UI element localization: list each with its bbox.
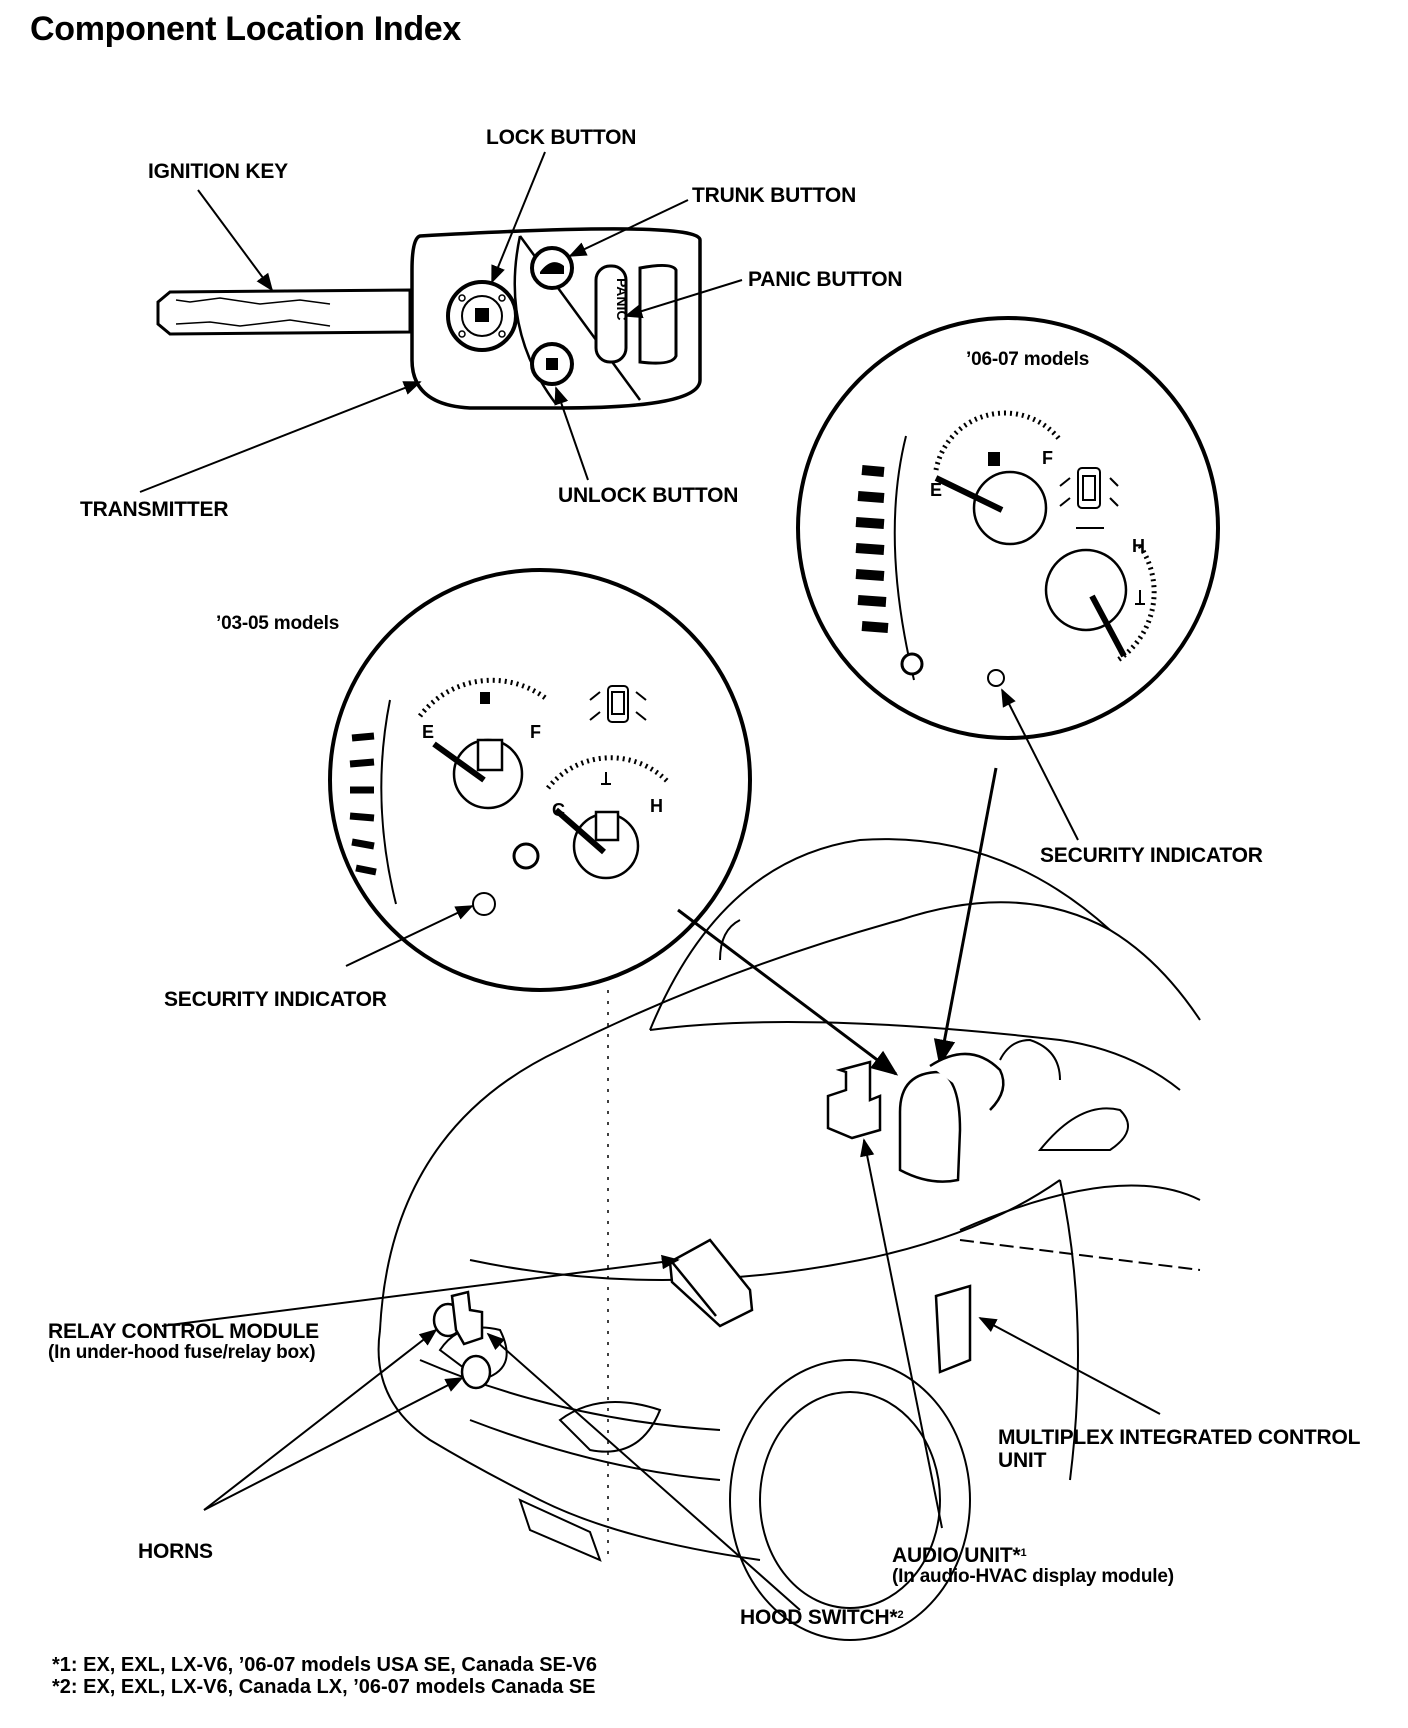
multiplex-unit-block [934, 1284, 972, 1374]
footnote-1: *1: EX, EXL, LX-V6, ’06-07 models USA SE… [52, 1654, 597, 1676]
audio-unit-leader [860, 1138, 943, 1529]
panic-button-leader [624, 279, 743, 319]
trunk-button-leader [568, 199, 689, 257]
multiplex-unit-leader [978, 1317, 1161, 1415]
svg-text:H: H [650, 796, 663, 816]
svg-text:PANIC: PANIC [614, 278, 630, 321]
lock-button-label: LOCK BUTTON [486, 126, 637, 149]
gauge-cluster-0607-detail: E F H [796, 316, 1220, 740]
ignition-key-label: IGNITION KEY [148, 160, 288, 183]
multiplex-unit-label: MULTIPLEX INTEGRATED CONTROL UNIT [998, 1426, 1360, 1472]
car-outline-icon [377, 838, 1201, 1641]
panic-button-label: PANIC BUTTON [748, 268, 903, 291]
footnote-2: *2: EX, EXL, LX-V6, Canada LX, ’06-07 mo… [52, 1676, 596, 1698]
audio-unit-label: AUDIO UNIT*1 (In audio-HVAC display modu… [892, 1544, 1174, 1587]
security-indicator-0305-label: SECURITY INDICATOR [164, 988, 387, 1011]
trunk-button-label: TRUNK BUTTON [692, 184, 857, 207]
horns-and-hood-switch-blocks [432, 1290, 492, 1390]
relay-control-module-block [668, 1238, 754, 1328]
door-ajar-car-icon [1059, 467, 1119, 529]
svg-text:E: E [422, 722, 434, 742]
ignition-key-leader [197, 189, 274, 292]
remote-transmitter-icon: PANIC [410, 227, 702, 410]
unlock-button-leader [554, 386, 589, 481]
lock-button-leader [491, 151, 546, 284]
gauge-0607-to-dash-arrow [933, 767, 998, 1067]
audio-unit-sub: (In audio-HVAC display module) [892, 1566, 1174, 1587]
security-indicator-0607-leader [1001, 688, 1079, 841]
fuel-pump-icon-0305 [480, 692, 490, 704]
page-title: Component Location Index [30, 10, 462, 48]
audio-unit-block [826, 1052, 1005, 1183]
horns-leader-2 [203, 1377, 464, 1511]
fuel-pump-icon [988, 452, 1000, 466]
horns-label: HORNS [138, 1540, 213, 1563]
audio-unit-title: AUDIO UNIT* [892, 1544, 1021, 1567]
unlock-button-label: UNLOCK BUTTON [558, 484, 739, 507]
ignition-key-icon [156, 288, 412, 336]
relay-control-module-leader [161, 1254, 680, 1327]
svg-text:E: E [930, 480, 942, 500]
hood-switch-leader [486, 1332, 801, 1611]
relay-control-module-sub: (In under-hood fuse/relay box) [48, 1342, 316, 1363]
horns-leader-1 [203, 1328, 438, 1511]
gauge-cluster-0305-detail: E F C H [328, 568, 752, 992]
audio-unit-footnote-mark: 1 [1020, 1547, 1027, 1559]
transmitter-label: TRANSMITTER [80, 498, 229, 521]
relay-control-module-label: RELAY CONTROL MODULE (In under-hood fuse… [48, 1320, 319, 1363]
svg-text:H: H [1132, 536, 1145, 556]
relay-control-module-title: RELAY CONTROL MODULE [48, 1320, 319, 1343]
multiplex-unit-title-2: UNIT [998, 1449, 1047, 1472]
svg-text:C: C [552, 800, 565, 820]
svg-text:F: F [530, 722, 541, 742]
gauge-0305-to-dash-arrow [677, 908, 899, 1076]
coolant-temp-icon [1135, 590, 1145, 605]
hood-switch-title: HOOD SWITCH* [740, 1606, 898, 1629]
models-0305-label: ’03-05 models [216, 613, 340, 634]
hood-switch-label: HOOD SWITCH*2 [740, 1606, 904, 1629]
security-indicator-0305-leader [345, 905, 474, 967]
security-indicator-light-0305-icon [472, 892, 496, 916]
security-indicator-light-icon [987, 669, 1005, 687]
hood-switch-footnote-mark: 2 [897, 1609, 904, 1621]
svg-text:F: F [1042, 448, 1053, 468]
models-0607-label: ’06-07 models [966, 349, 1090, 370]
security-indicator-0607-label: SECURITY INDICATOR [1040, 844, 1263, 867]
transmitter-leader [139, 381, 422, 493]
multiplex-unit-title: MULTIPLEX INTEGRATED CONTROL [998, 1426, 1361, 1449]
